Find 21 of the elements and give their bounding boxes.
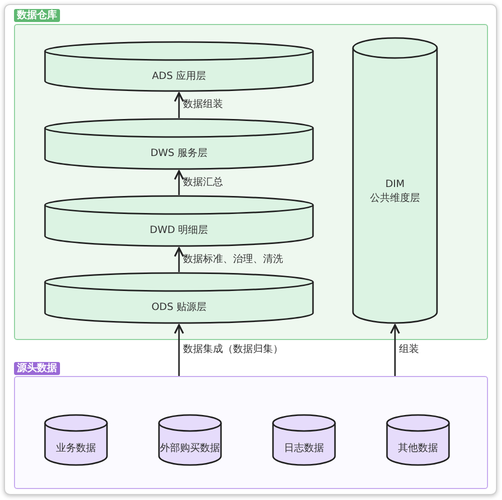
cylinder-label: 外部购买数据 bbox=[160, 442, 220, 456]
edge-label: 数据组装 bbox=[182, 98, 224, 111]
arrow bbox=[174, 247, 184, 272]
arrow bbox=[174, 324, 184, 376]
cylinder-label: DWS 服务层 bbox=[150, 147, 208, 161]
edge-label: 数据集成（数据归集） bbox=[182, 343, 284, 356]
arrow bbox=[390, 324, 400, 376]
cylinder-label: 其他数据 bbox=[398, 442, 438, 456]
edge-label: 组装 bbox=[398, 343, 420, 356]
edge-label: 数据标准、治理、清洗 bbox=[182, 252, 284, 266]
arrow bbox=[174, 92, 184, 118]
cylinder-label: 业务数据 bbox=[56, 442, 96, 456]
edge-label: 数据汇总 bbox=[182, 176, 224, 188]
cylinder-label: DWD 明细层 bbox=[150, 224, 208, 238]
arrow bbox=[174, 170, 184, 195]
cylinder-label: 日志数据 bbox=[284, 442, 324, 456]
group-tag: 源头数据 bbox=[14, 362, 60, 375]
group-tag: 数据仓库 bbox=[14, 9, 60, 22]
cylinder-label: ODS 贴源层 bbox=[151, 301, 207, 315]
cylinder-label: ADS 应用层 bbox=[152, 70, 206, 84]
cylinder-label: DIM 公共维度层 bbox=[369, 178, 421, 206]
